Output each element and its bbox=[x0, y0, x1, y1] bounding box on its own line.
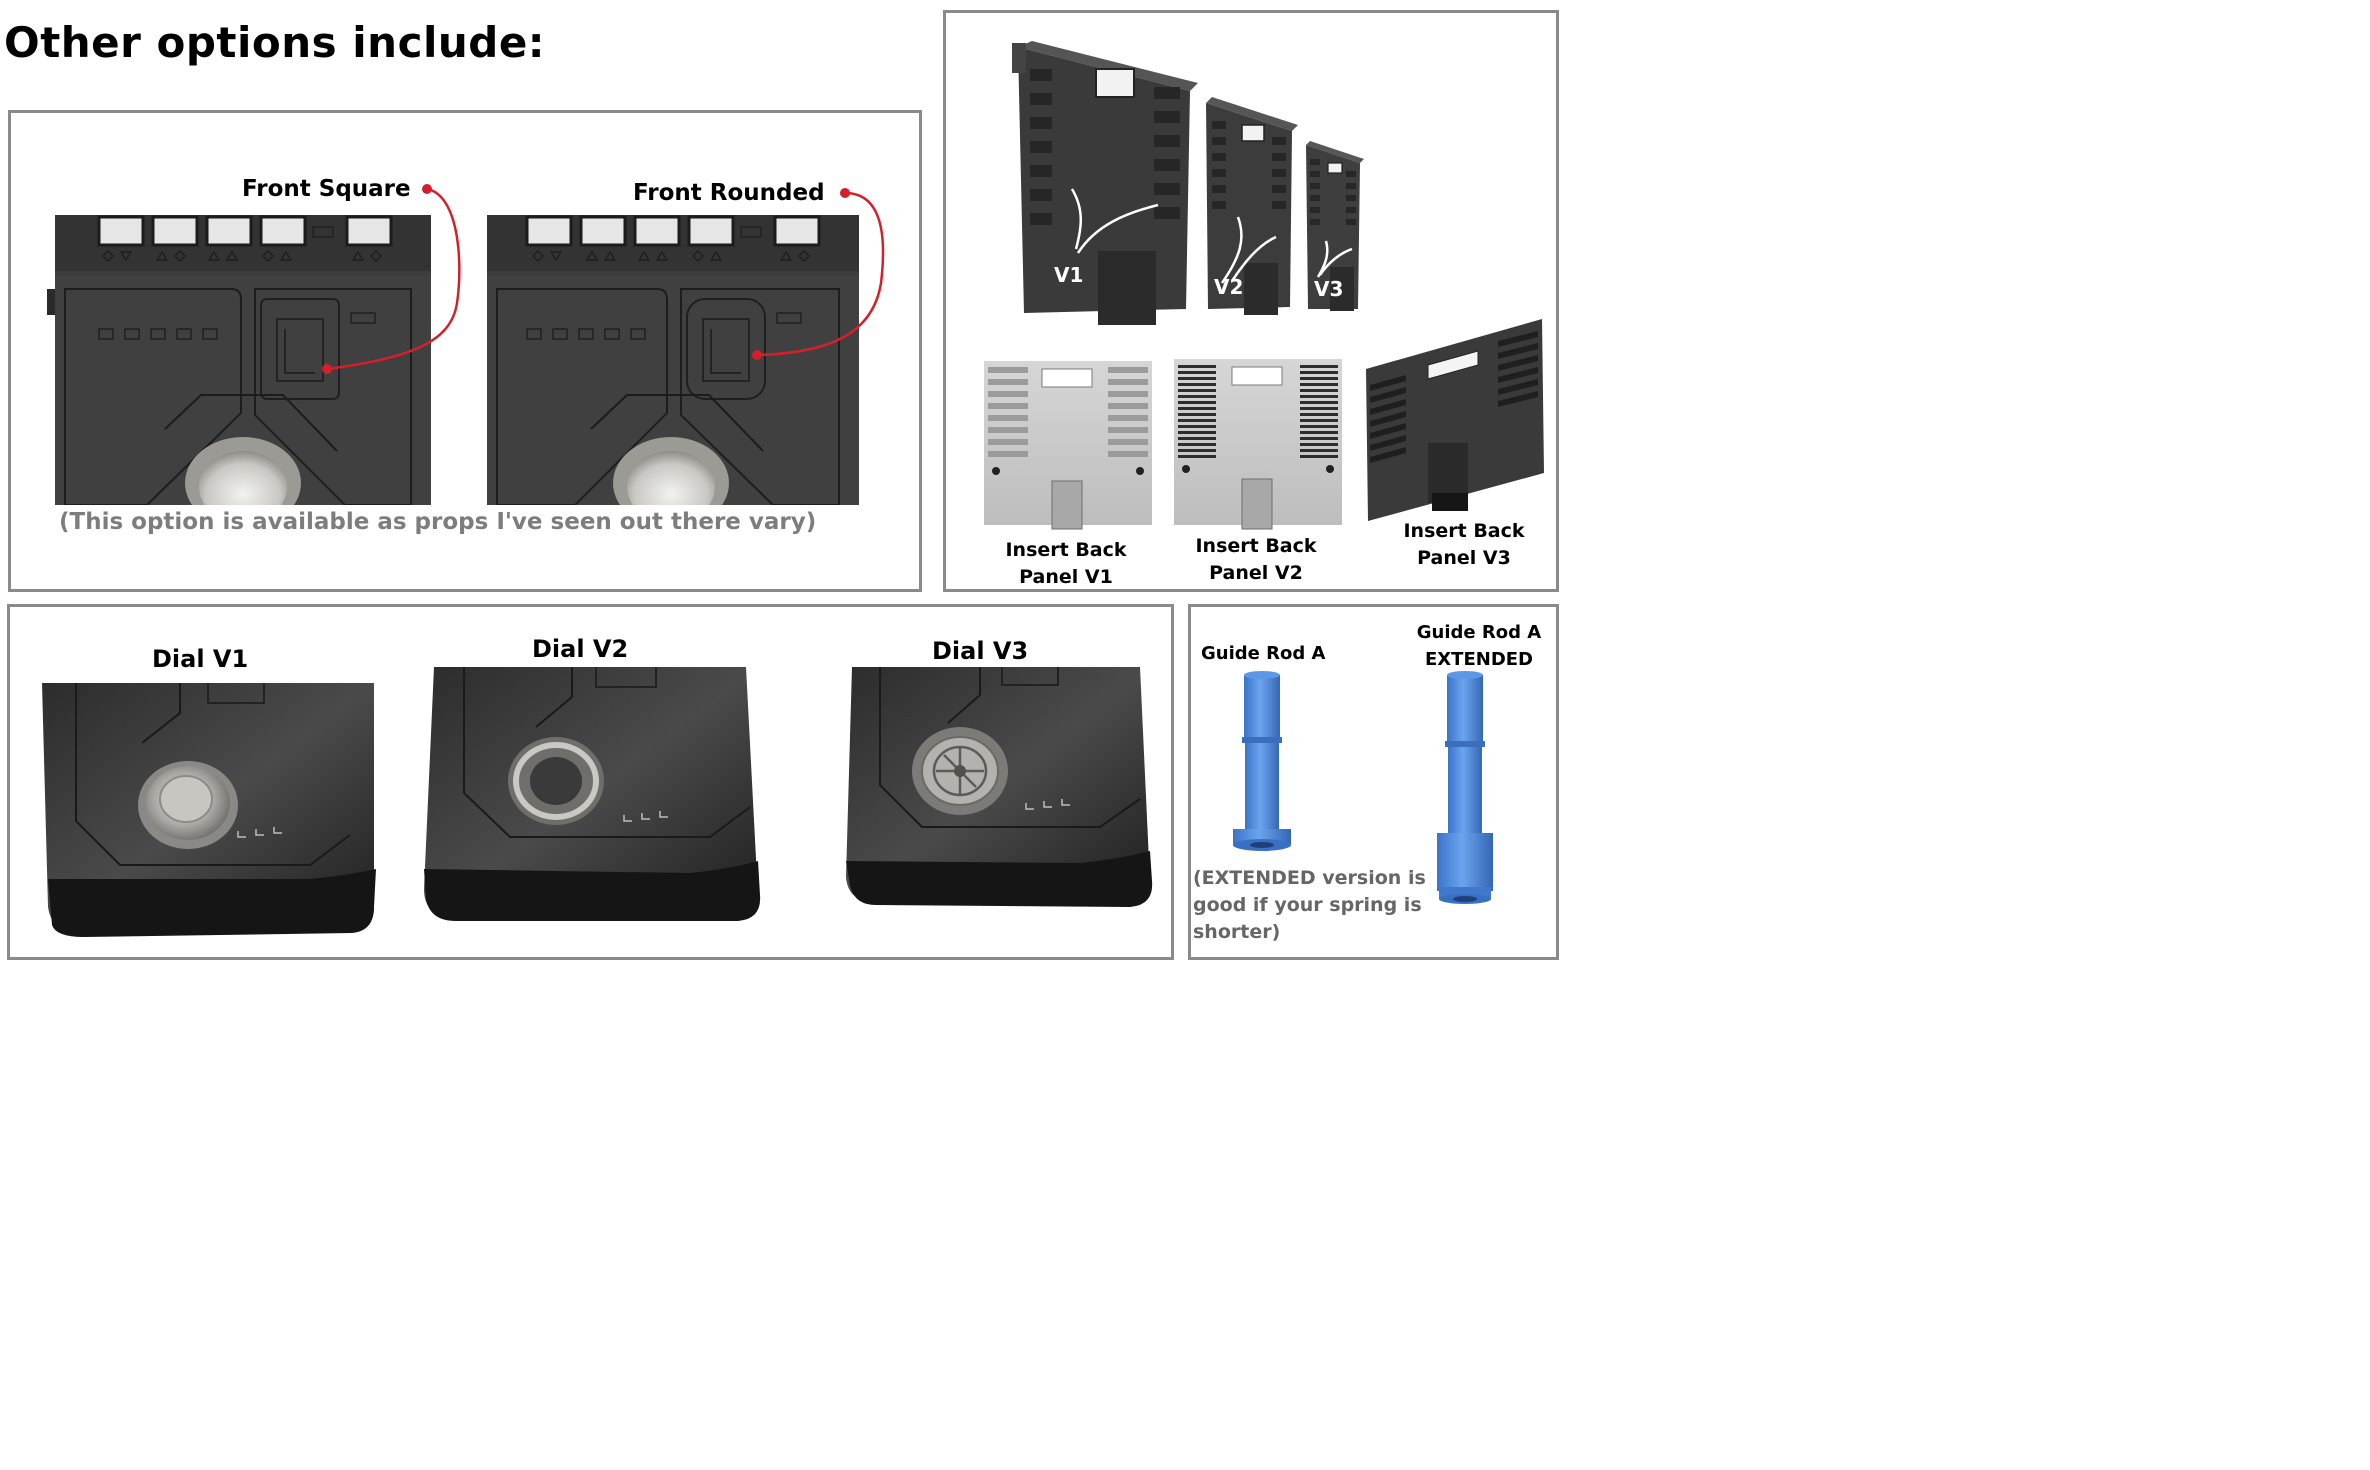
back-panel-renders bbox=[984, 41, 1544, 530]
guide-rod-note: (EXTENDED version is good if your spring… bbox=[1193, 865, 1426, 946]
callout-dot-rounded bbox=[840, 188, 850, 198]
front-square-render bbox=[55, 215, 431, 505]
insert-v1-caption: Insert Back Panel V1 bbox=[986, 537, 1146, 591]
dial-options-panel: Dial V1 Dial V2 Dial V3 bbox=[7, 604, 1174, 960]
insert-v3-line1: Insert Back bbox=[1403, 520, 1525, 542]
back-v1-label: V1 bbox=[1054, 263, 1084, 287]
insert-v1-line2: Panel V1 bbox=[1019, 566, 1113, 588]
front-rounded-render bbox=[487, 215, 859, 505]
callout-dot-square bbox=[422, 184, 432, 194]
page-title: Other options include: bbox=[4, 18, 546, 67]
guide-rod-extended-label: Guide Rod A EXTENDED bbox=[1401, 619, 1557, 673]
guide-rod-note-line3: shorter) bbox=[1193, 921, 1281, 943]
front-rounded-label: Front Rounded bbox=[633, 180, 825, 206]
dial-v2-label: Dial V2 bbox=[532, 635, 629, 663]
callout-lines bbox=[322, 184, 885, 374]
insert-v2-caption: Insert Back Panel V2 bbox=[1176, 533, 1336, 587]
guide-rod-panel: Guide Rod A Guide Rod A EXTENDED bbox=[1188, 604, 1559, 960]
insert-v2-line2: Panel V2 bbox=[1209, 562, 1303, 584]
dial-v3-label: Dial V3 bbox=[932, 637, 1029, 665]
guide-rod-note-line2: good if your spring is bbox=[1193, 894, 1422, 916]
guide-rod-note-line1: (EXTENDED version is bbox=[1193, 867, 1426, 889]
guide-rod-a-label: Guide Rod A bbox=[1201, 643, 1326, 664]
front-options-panel: Front Square Front Rounded (This option … bbox=[8, 110, 922, 592]
front-option-note: (This option is available as props I've … bbox=[59, 509, 817, 535]
insert-v3-line2: Panel V3 bbox=[1417, 547, 1511, 569]
guide-rod-renders bbox=[1233, 671, 1493, 904]
guide-rod-extended-line2: EXTENDED bbox=[1425, 649, 1533, 670]
insert-v1-line1: Insert Back bbox=[1005, 539, 1127, 561]
back-v2-label: V2 bbox=[1214, 275, 1244, 299]
insert-v2-line1: Insert Back bbox=[1195, 535, 1317, 557]
side-notch bbox=[47, 289, 55, 315]
back-options-panel: V1 V2 V3 Insert Back Panel V1 Insert Bac… bbox=[943, 10, 1559, 592]
insert-v3-caption: Insert Back Panel V3 bbox=[1384, 518, 1544, 572]
dial-v1-label: Dial V1 bbox=[152, 645, 249, 673]
guide-rod-a bbox=[1233, 671, 1291, 851]
guide-rod-a-extended bbox=[1437, 671, 1493, 904]
front-square-label: Front Square bbox=[242, 176, 411, 202]
dial-renders bbox=[42, 667, 1153, 937]
guide-rod-extended-line1: Guide Rod A bbox=[1416, 622, 1542, 643]
back-v3-label: V3 bbox=[1314, 277, 1344, 301]
